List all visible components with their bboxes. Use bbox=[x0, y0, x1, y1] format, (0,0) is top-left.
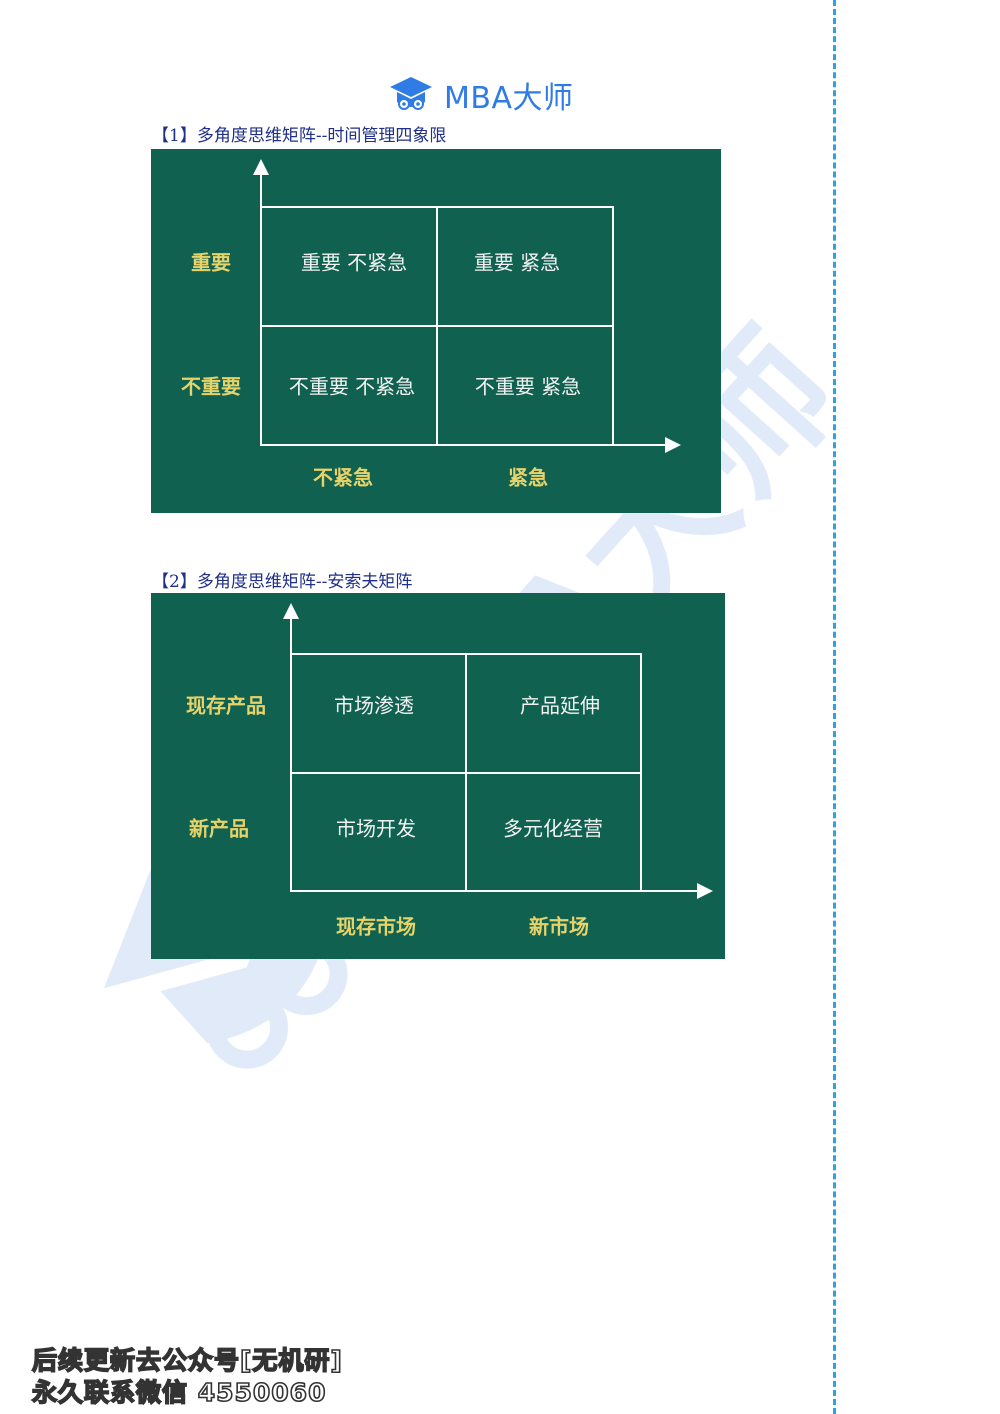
y-label-not-important: 不重要 bbox=[181, 374, 241, 399]
y-label-existing-products: 现存产品 bbox=[186, 693, 266, 718]
cell-not-important-urgent: 不重要 紧急 bbox=[474, 374, 582, 399]
footer-contact: 后续更新去公众号[无机研] 永久联系微信 4550060 bbox=[31, 1345, 343, 1409]
matrix-board-ansoff: 现存产品 新产品 市场渗透 产品延伸 市场开发 多元化经营 现存市场 新市场 bbox=[151, 593, 725, 959]
cell-market-penetration: 市场渗透 bbox=[334, 693, 414, 718]
matrix-grid bbox=[283, 603, 713, 899]
x-label-urgent: 紧急 bbox=[508, 465, 548, 490]
footer-line-2: 永久联系微信 4550060 bbox=[31, 1377, 327, 1408]
graduation-cap-owl-icon bbox=[390, 77, 432, 110]
section-number: 【2】 bbox=[152, 572, 197, 592]
matrix-board-time-management: 重要 不重要 重要 不紧急 重要 紧急 不重要 不紧急 不重要 紧急 不紧急 紧… bbox=[151, 149, 721, 513]
cell-diversification: 多元化经营 bbox=[503, 816, 603, 841]
x-label-existing-markets: 现存市场 bbox=[336, 914, 416, 939]
page-edge-dashed-divider bbox=[833, 0, 836, 1414]
y-label-important: 重要 bbox=[191, 250, 231, 275]
brand-name: MBA大师 bbox=[444, 81, 574, 116]
matrix-grid bbox=[253, 159, 681, 453]
cell-important-urgent: 重要 紧急 bbox=[473, 250, 561, 275]
footer-line-1: 后续更新去公众号[无机研] bbox=[31, 1345, 343, 1376]
section-number: 【1】 bbox=[152, 126, 197, 146]
cell-product-extension: 产品延伸 bbox=[520, 693, 600, 718]
section-title: 多角度思维矩阵--时间管理四象限 bbox=[196, 126, 447, 146]
cell-not-important-not-urgent: 不重要 不紧急 bbox=[288, 374, 416, 399]
x-label-new-markets: 新市场 bbox=[529, 914, 589, 939]
x-label-not-urgent: 不紧急 bbox=[313, 465, 373, 490]
cell-important-not-urgent: 重要 不紧急 bbox=[300, 250, 408, 275]
section-heading-2: 【2】多角度思维矩阵--安索夫矩阵 bbox=[152, 567, 412, 592]
section-heading-1: 【1】多角度思维矩阵--时间管理四象限 bbox=[152, 121, 446, 146]
brand-logo: MBA大师 bbox=[388, 70, 574, 120]
cell-market-development: 市场开发 bbox=[336, 816, 416, 841]
y-label-new-products: 新产品 bbox=[189, 816, 249, 841]
section-title: 多角度思维矩阵--安索夫矩阵 bbox=[196, 572, 413, 592]
